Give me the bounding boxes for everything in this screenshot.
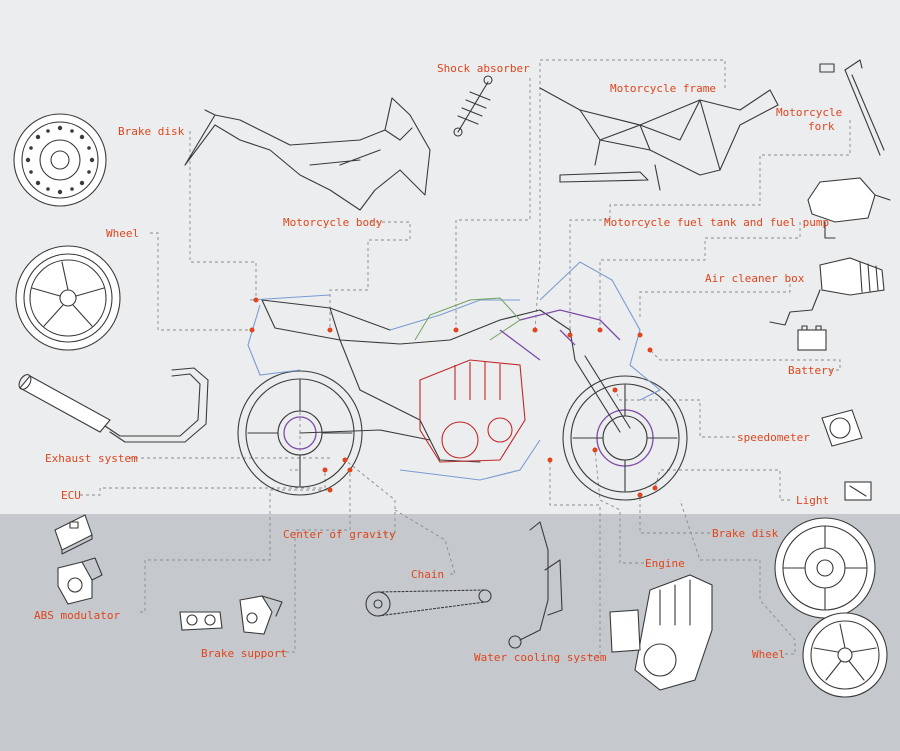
battery-icon [797,325,827,351]
brake-disk-icon [13,113,107,207]
brake-support-icon [179,595,283,635]
brake-disk-right-icon [774,517,876,619]
label-wheel-right: Wheel [752,648,785,661]
label-motorcycle-fork-line2: fork [808,120,835,133]
label-brake-disk-top: Brake disk [118,125,185,138]
label-motorcycle-frame: Motorcycle frame [610,82,716,95]
bottom-background [0,514,900,751]
air-cleaner-box-icon [769,257,885,326]
label-exhaust: Exhaust system [45,452,138,465]
light-icon [844,481,872,501]
label-motorcycle-fork-line1: Motorcycle [776,106,842,119]
label-air-cleaner: Air cleaner box [705,272,805,285]
shock-absorber-icon [453,75,493,137]
motorcycle-frame-icon [539,87,779,191]
motorcycle-body-icon [184,97,431,211]
label-brake-support: Brake support [201,647,287,660]
label-engine: Engine [645,557,685,570]
water-cooling-system-icon [508,521,563,649]
abs-modulator-icon [57,557,103,605]
label-battery: Battery [788,364,835,377]
chain-icon [365,589,492,617]
wheel-icon [15,245,121,351]
fuel-tank-icon [807,177,891,239]
top-background [0,0,900,514]
ecu-icon [54,514,93,555]
label-ecu: ECU [61,489,81,502]
wheel-right-icon [802,612,888,698]
central-motorcycle [237,261,688,501]
label-light: Light [796,494,829,507]
exhaust-system-icon [18,367,209,443]
labels: Shock absorber Motorcycle frame Motorcyc… [34,62,842,664]
label-center-of-gravity: Center of gravity [283,528,396,541]
label-water-cooling: Water cooling system [474,651,607,664]
label-wheel-left: Wheel [106,227,139,240]
label-brake-disk-right: Brake disk [712,527,779,540]
leader-lines [80,59,851,657]
label-motorcycle-body: Motorcycle body [283,216,383,229]
label-abs-modulator: ABS modulator [34,609,120,622]
label-speedometer: speedometer [737,431,810,444]
motorcycle-fork-icon [819,59,885,156]
speedometer-icon [821,409,863,447]
label-chain: Chain [411,568,444,581]
engine-icon [609,574,713,691]
label-fuel-tank: Motorcycle fuel tank and fuel pump [604,216,829,229]
label-shock-absorber: Shock absorber [437,62,530,75]
